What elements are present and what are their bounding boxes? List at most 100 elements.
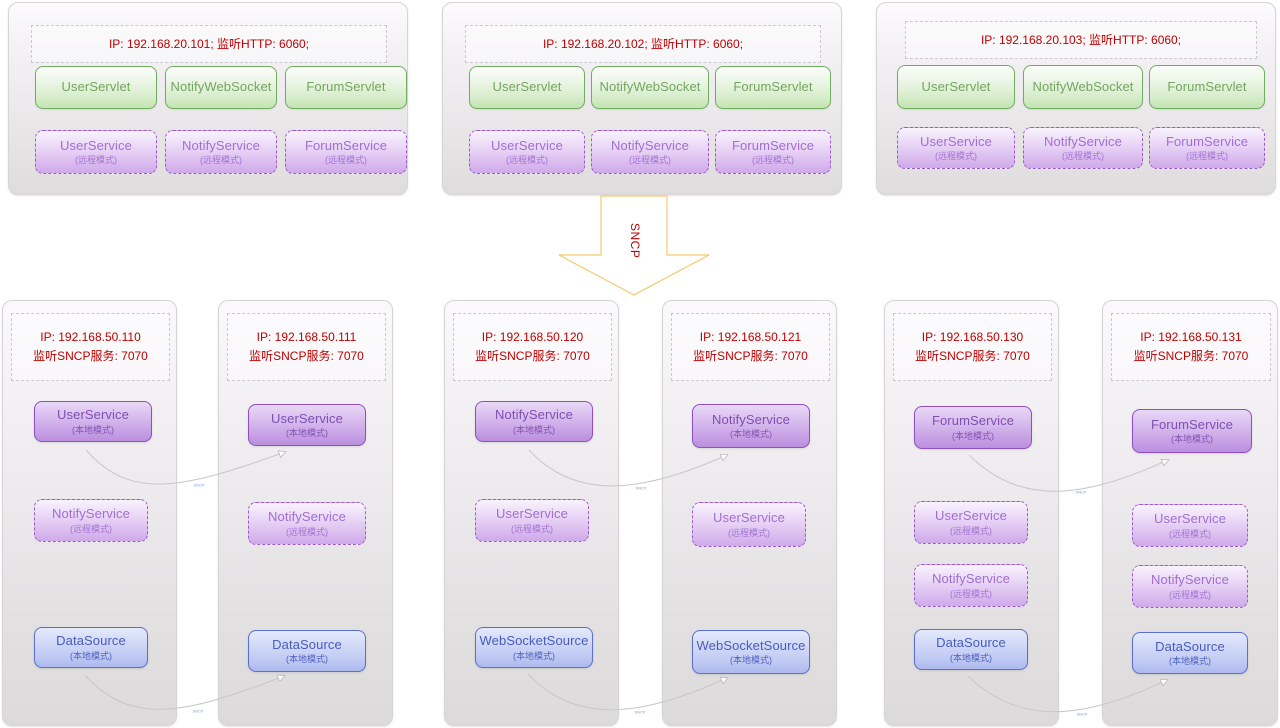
box-title: ForumService [1150,416,1234,432]
box-title: DataSource [1155,638,1225,654]
box-mode: (远程模式) [1169,528,1211,539]
service-node-130-component-3[interactable]: NotifyService (远程模式) [914,564,1028,607]
service-node-121-ip-header: IP: 192.168.50.121 监听SNCP服务: 7070 [671,313,830,381]
box-mode: (远程模式) [75,155,117,166]
box-title: DataSource [56,633,126,649]
service-node-130-component-1[interactable]: ForumService (本地模式) [914,406,1032,449]
connector-label-text: SNCP [1075,489,1087,495]
box-title: NotifyService [932,571,1010,587]
box-title: NotifyService [1044,133,1122,149]
service-node-130-component-4[interactable]: DataSource (本地模式) [914,629,1028,670]
box-title: NotifyWebSocket [599,79,701,95]
web-server-2-service-3[interactable]: ForumService (远程模式) [715,130,831,174]
service-node-111-component-2[interactable]: NotifyService (远程模式) [248,502,366,545]
connector-label-110-111-datasource: SNCP [192,709,203,714]
web-server-3-servlet-1[interactable]: UserServlet [897,65,1015,109]
box-title: NotifyService [495,407,573,423]
ip-line-1: IP: 192.168.50.111 [256,330,357,345]
box-mode: (远程模式) [506,155,548,166]
service-node-121-component-3[interactable]: WebSocketSource (本地模式) [692,630,810,674]
box-mode: (远程模式) [200,155,242,166]
service-node-131-component-3[interactable]: NotifyService (远程模式) [1132,565,1248,608]
web-server-2-service-2[interactable]: NotifyService (远程模式) [591,130,709,174]
service-node-panel-131: IP: 192.168.50.131 监听SNCP服务: 7070 ForumS… [1102,300,1278,726]
box-mode: (本地模式) [513,424,555,435]
connector-label-text: SNCP [1076,711,1088,717]
service-node-110-component-1[interactable]: UserService (本地模式) [34,401,152,442]
web-server-1-service-1[interactable]: UserService (远程模式) [35,130,157,174]
box-mode: (远程模式) [950,588,992,599]
web-server-2-service-1[interactable]: UserService (远程模式) [469,130,585,174]
box-mode: (本地模式) [72,424,114,435]
box-title: UserServlet [492,79,562,95]
web-server-2-servlet-1[interactable]: UserServlet [469,66,585,109]
web-server-1-service-2[interactable]: NotifyService (远程模式) [165,130,277,174]
box-title: UserService [271,410,343,426]
web-server-2-servlet-2[interactable]: NotifyWebSocket [591,66,709,109]
web-server-3-service-2[interactable]: NotifyService (远程模式) [1023,127,1143,169]
web-server-1-servlet-1[interactable]: UserServlet [35,66,157,109]
connector-label-110-111-service: SNCP [193,483,204,488]
service-node-111-component-1[interactable]: UserService (本地模式) [248,404,366,446]
web-server-1-service-3[interactable]: ForumService (远程模式) [285,130,407,174]
box-title: DataSource [272,636,342,652]
ip-line-1: IP: 192.168.50.120 [481,330,584,345]
box-title: NotifyService [1151,572,1229,588]
web-server-3-servlet-2[interactable]: NotifyWebSocket [1023,65,1143,109]
service-node-121-component-1[interactable]: NotifyService (本地模式) [692,404,810,448]
web-server-2-servlet-3[interactable]: ForumServlet [715,66,831,109]
box-title: UserService [57,407,129,423]
service-node-120-component-2[interactable]: UserService (远程模式) [475,499,589,542]
service-node-111-component-3[interactable]: DataSource (本地模式) [248,630,366,672]
service-node-panel-111: IP: 192.168.50.111 监听SNCP服务: 7070 UserSe… [218,300,393,726]
web-server-3-servlet-3[interactable]: ForumServlet [1149,65,1265,109]
ip-line-2: 监听SNCP服务: 7070 [249,349,364,363]
connector-label-text: SNCP [192,708,204,714]
box-mode: (本地模式) [1169,656,1211,667]
box-title: WebSocketSource [479,633,589,649]
box-title: ForumService [731,137,815,153]
web-server-1-servlet-2[interactable]: NotifyWebSocket [165,66,277,109]
box-title: ForumServlet [1167,78,1247,94]
connector-label-120-121-service: SNCP [635,486,646,491]
web-server-panel-2: IP: 192.168.20.102; 监听HTTP: 6060; UserSe… [442,2,842,195]
box-title: UserServlet [921,78,991,94]
service-node-panel-110: IP: 192.168.50.110 监听SNCP服务: 7070 UserSe… [2,300,177,726]
service-node-panel-121: IP: 192.168.50.121 监听SNCP服务: 7070 Notify… [662,300,837,726]
ip-line-2: 监听SNCP服务: 7070 [475,349,590,363]
service-node-120-component-3[interactable]: WebSocketSource (本地模式) [475,627,593,668]
box-mode: (本地模式) [286,428,328,439]
connector-label-text: SNCP [634,709,646,715]
connector-label-text: SNCP [635,485,647,491]
web-server-3-service-1[interactable]: UserService (远程模式) [897,127,1015,169]
box-mode: (远程模式) [629,155,671,166]
web-server-2-ip-header: IP: 192.168.20.102; 监听HTTP: 6060; [465,25,821,63]
sncp-label-text: SNCP [628,223,642,259]
box-mode: (远程模式) [935,151,977,162]
service-node-131-component-1[interactable]: ForumService (本地模式) [1132,409,1252,453]
service-node-131-component-4[interactable]: DataSource (本地模式) [1132,632,1248,674]
box-title: NotifyWebSocket [1032,78,1134,94]
sncp-protocol-label: SNCP [628,223,642,258]
box-mode: (远程模式) [325,155,367,166]
ip-line-1: IP: 192.168.20.101; 监听HTTP: 6060; [108,36,310,51]
box-title: WebSocketSource [696,637,806,653]
box-mode: (远程模式) [1169,589,1211,600]
service-node-120-component-1[interactable]: NotifyService (本地模式) [475,401,593,442]
web-server-3-service-3[interactable]: ForumService (远程模式) [1149,127,1265,169]
box-mode: (远程模式) [752,155,794,166]
service-node-130-component-2[interactable]: UserService (远程模式) [914,501,1028,544]
web-server-1-servlet-3[interactable]: ForumServlet [285,66,407,109]
service-node-110-component-3[interactable]: DataSource (本地模式) [34,627,148,668]
box-title: NotifyService [712,411,790,427]
ip-line-1: IP: 192.168.50.131 [1140,330,1242,345]
service-node-121-component-2[interactable]: UserService (远程模式) [692,502,806,547]
service-node-110-component-2[interactable]: NotifyService (远程模式) [34,499,148,542]
box-mode: (远程模式) [286,526,328,537]
web-server-panel-1: IP: 192.168.20.101; 监听HTTP: 6060; UserSe… [8,2,408,195]
box-title: UserService [920,133,992,149]
box-title: NotifyService [52,506,130,522]
box-title: UserService [60,137,132,153]
service-node-131-component-2[interactable]: UserService (远程模式) [1132,504,1248,547]
